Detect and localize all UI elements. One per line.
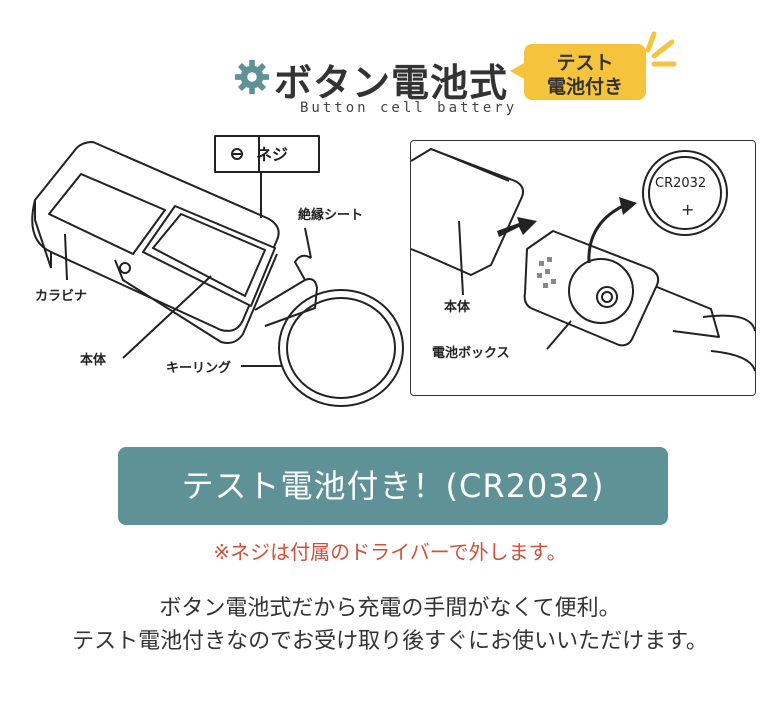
badge-line2: 電池付き	[546, 76, 623, 98]
gear-icon	[234, 59, 270, 95]
page-title: ボタン電池式	[274, 61, 509, 105]
battery-insert-diagram	[411, 148, 755, 372]
page-subtitle: Button cell battery	[300, 100, 518, 116]
badge-line1: テスト	[556, 52, 614, 74]
description-line1: ボタン電池式だから充電の手間がなくて便利。	[159, 596, 621, 621]
screw-note: ※ネジは付属のドライバーで外します。	[213, 540, 567, 564]
body-label-right: 本体	[444, 300, 471, 315]
badge-tail	[510, 62, 526, 80]
battery-box-label: 電池ボックス	[432, 346, 510, 361]
carabiner-label: カラビナ	[35, 289, 88, 304]
battery-plus-symbol: +	[681, 200, 695, 219]
keyring-label: キーリング	[166, 361, 232, 376]
test-battery-badge	[524, 44, 646, 100]
test-battery-banner	[118, 447, 668, 525]
keyholder-diagram	[31, 135, 404, 407]
insulation-sheet-label: 絶縁シート	[298, 208, 364, 223]
screw-callout-label: ネジ	[256, 145, 289, 164]
banner-text: テスト電池付き！(CR2032)	[181, 467, 605, 505]
sparkle-rays-icon	[645, 31, 677, 67]
description-line2: テスト電池付きなのでお受け取り後すぐにお使いいただけます。	[72, 629, 708, 654]
body-label-left: 本体	[80, 353, 107, 368]
battery-model-text: CR2032	[655, 176, 707, 191]
